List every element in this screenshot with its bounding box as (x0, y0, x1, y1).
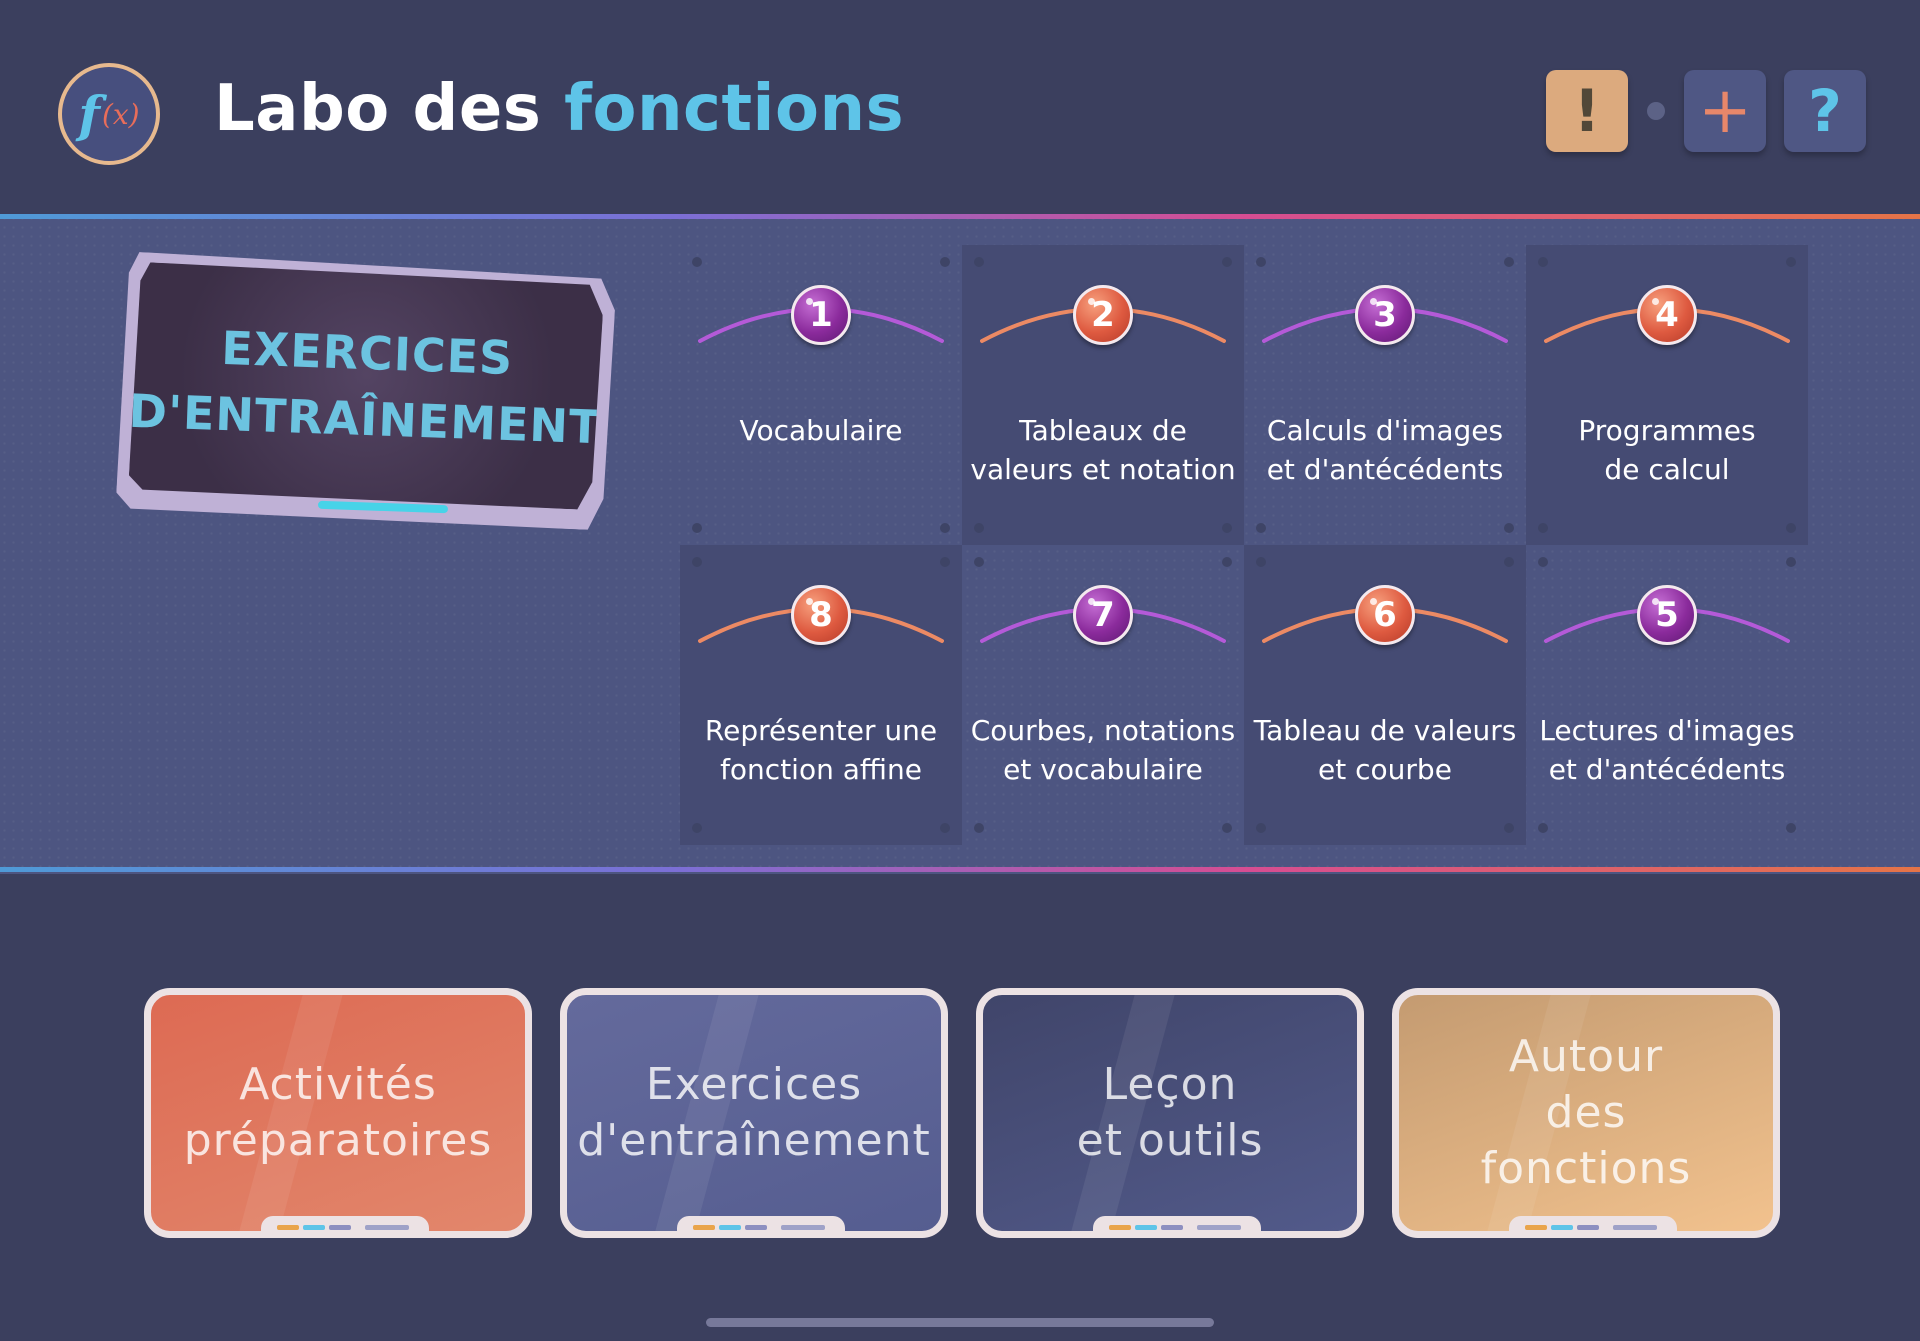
nav-card-label: Exercices d'entraînement (577, 1059, 931, 1166)
card-tab (261, 1216, 429, 1231)
panel-top-divider (0, 214, 1920, 219)
tile-rivet (1786, 523, 1796, 533)
tile-rivet (1504, 257, 1514, 267)
tile-rivet (1222, 557, 1232, 567)
tile-rivet (1538, 523, 1548, 533)
tile-rivet (1504, 823, 1514, 833)
exercise-number-badge: 2 (1073, 285, 1133, 345)
nav-card-label: Activités préparatoires (183, 1059, 493, 1166)
tile-rivet (692, 523, 702, 533)
tile-rivet (1786, 557, 1796, 567)
tile-rivet (1504, 523, 1514, 533)
logo-x: (x) (101, 97, 140, 131)
tile-rivet (1504, 557, 1514, 567)
tile-rivet (1256, 257, 1266, 267)
exclamation-icon: ! (1573, 77, 1601, 145)
card-tab (677, 1216, 845, 1231)
tile-rivet (1538, 557, 1548, 567)
tile-rivet (974, 523, 984, 533)
tile-rivet (1786, 257, 1796, 267)
logo-f: f (78, 84, 100, 144)
exercise-label: Calculs d'images et d'antécédents (1266, 414, 1504, 486)
tile-rivet (974, 257, 984, 267)
card-tab (1093, 1216, 1261, 1231)
app-title-main: Labo des (214, 72, 565, 146)
section-badge-screen: EXERCICES D'ENTRAÎNEMENT (128, 262, 604, 510)
nav-card-exercices[interactable]: Exercices d'entraînement (560, 988, 948, 1238)
tile-rivet (940, 257, 950, 267)
tile-rivet (974, 557, 984, 567)
exercise-label: Tableau de valeurs et courbe (1253, 714, 1517, 786)
separator-dot (1647, 102, 1665, 120)
exercise-number-badge: 4 (1637, 285, 1697, 345)
tile-rivet (940, 523, 950, 533)
exercise-label: Lectures d'images et d'antécédents (1539, 714, 1795, 786)
add-button[interactable]: + (1684, 70, 1766, 152)
app-header: f (x) Labo des fonctions ! + ? (0, 0, 1920, 215)
nav-card-activites[interactable]: Activités préparatoires (144, 988, 532, 1238)
nav-card-label: Leçon et outils (1076, 1059, 1264, 1166)
tile-rivet (940, 823, 950, 833)
help-button[interactable]: ? (1784, 70, 1866, 152)
exercise-label: Programmes de calcul (1578, 414, 1756, 486)
tile-rivet (1786, 823, 1796, 833)
exercise-label: Courbes, notations et vocabulaire (970, 714, 1236, 786)
tile-rivet (692, 823, 702, 833)
home-indicator[interactable] (706, 1318, 1214, 1327)
section-title: EXERCICES D'ENTRAÎNEMENT (127, 320, 603, 455)
tile-rivet (692, 557, 702, 567)
exercise-number-badge: 8 (791, 585, 851, 645)
nav-card-label: Autour des fonctions (1480, 1031, 1692, 1194)
question-icon: ? (1808, 77, 1842, 145)
section-badge: EXERCICES D'ENTRAÎNEMENT (116, 251, 617, 530)
exercise-label: Tableaux de valeurs et notation (970, 414, 1236, 486)
exercise-number-badge: 3 (1355, 285, 1415, 345)
card-tab (1509, 1216, 1677, 1231)
tile-rivet (974, 823, 984, 833)
tile-rivet (1256, 523, 1266, 533)
alert-button[interactable]: ! (1546, 70, 1628, 152)
tile-rivet (1256, 557, 1266, 567)
tile-rivet (1222, 523, 1232, 533)
tile-rivet (1256, 823, 1266, 833)
plus-icon: + (1698, 74, 1752, 148)
tile-rivet (1222, 823, 1232, 833)
nav-card-autour[interactable]: Autour des fonctions (1392, 988, 1780, 1238)
exercise-number-badge: 1 (791, 285, 851, 345)
tile-rivet (1538, 257, 1548, 267)
tile-rivet (940, 557, 950, 567)
tile-rivet (1538, 823, 1548, 833)
app-title: Labo des fonctions (214, 72, 904, 146)
exercise-label: Représenter une fonction affine (704, 714, 938, 786)
exercise-number-badge: 5 (1637, 585, 1697, 645)
nav-card-lecon[interactable]: Leçon et outils (976, 988, 1364, 1238)
tile-rivet (692, 257, 702, 267)
panel-bottom-divider (0, 867, 1920, 872)
tile-rivet (1222, 257, 1232, 267)
exercise-number-badge: 7 (1073, 585, 1133, 645)
exercise-number-badge: 6 (1355, 585, 1415, 645)
app-title-accent: fonctions (564, 72, 905, 146)
exercise-label: Vocabulaire (739, 414, 903, 447)
fx-logo-icon: f (x) (58, 63, 160, 165)
